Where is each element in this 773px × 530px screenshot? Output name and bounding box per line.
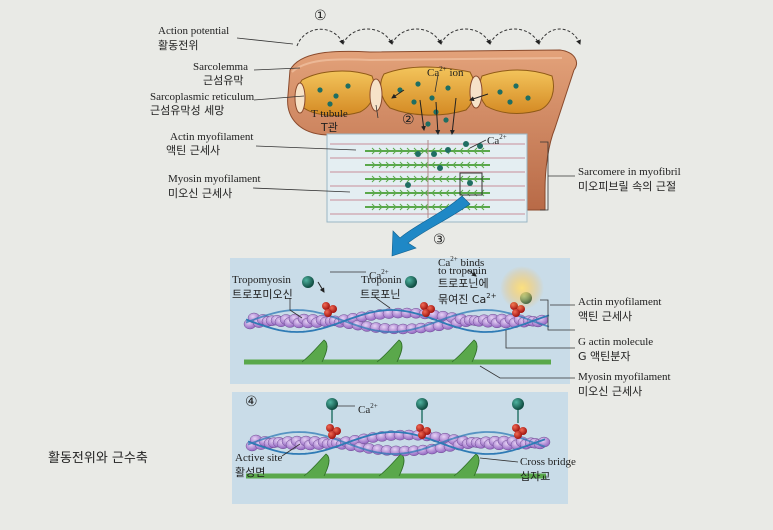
bottom-panel [232,392,568,504]
ca-top-label: Ca2+ [487,133,507,147]
sarcolemma-label: Sarcolemma [193,61,248,73]
zoom-arrow [391,195,471,257]
myosin-top-label: Myosin myofilament [168,173,261,185]
to-troponin-label: to troponin [438,265,487,277]
cross-bridge-label: Cross bridge [520,456,576,468]
t-tubule-label: T tubule [311,108,348,120]
middle-panel [230,258,570,384]
t-tubule-label-ko: T관 [321,121,338,134]
lower-leader-lines [281,271,575,463]
g-actin-label-ko: G 액틴분자 [578,350,631,363]
ca-middle-label: Ca2+ [369,268,389,282]
ca-bottom-label: Ca2+ [358,402,378,416]
step-2-number: ② [402,112,415,128]
actin-top-label-ko: 액틴 근세사 [166,144,221,157]
active-site-label: Active site [235,452,283,464]
tropomyosin-label-ko: 트로포미오신 [232,288,293,301]
sarcomere-label: Sarcomere in myofibril [578,166,681,178]
troponin-label-ko: 트로포닌 [360,288,401,301]
sarcoplasmic-reticulum-label: Sarcoplasmic reticulum [150,91,255,103]
sarcomere-label-ko: 미오피브릴 속의 근절 [578,180,677,193]
myosin-middle-label: Myosin myofilament [578,371,671,383]
step-4-number: ④ [245,394,258,410]
ca-ion-label: Ca2+ ion [427,65,464,79]
sarcoplasmic-reticulum-label-ko: 근섬유막성 세망 [150,104,225,117]
g-actin-label: G actin molecule [578,336,654,348]
step-1-number: ① [314,8,327,24]
actin-middle-label-ko: 액틴 근세사 [578,310,633,323]
sarcomere-block [326,133,528,223]
ca-binds-label-ko-2: 묶여진 Ca2+ [438,292,497,306]
actin-middle-label: Actin myofilament [578,296,662,308]
action-potential-arrows [296,28,581,47]
step-3-number: ③ [433,232,446,248]
top-leader-lines [236,37,575,211]
ca-binds-label-ko-1: 트로포닌에 [438,277,489,290]
myosin-middle-label-ko: 미오신 근세사 [578,385,643,398]
ca-binds-label: Ca2+ binds [438,255,485,269]
tropomyosin-label: Tropomyosin [232,274,291,286]
actin-top-label: Actin myofilament [170,131,254,143]
sarcolemma-label-ko: 근섬유막 [203,74,244,87]
figure-caption: 활동전위와 근수축 [48,451,148,466]
cross-bridge-label-ko: 십자교 [520,470,551,483]
active-site-label-ko: 활성면 [235,466,266,479]
troponin-label: Troponin [361,274,402,286]
muscle-fiber-illustration [287,49,577,211]
myosin-top-label-ko: 미오신 근세사 [168,187,233,200]
action-potential-label-ko: 활동전위 [158,39,199,52]
action-potential-label: Action potential [158,25,230,37]
